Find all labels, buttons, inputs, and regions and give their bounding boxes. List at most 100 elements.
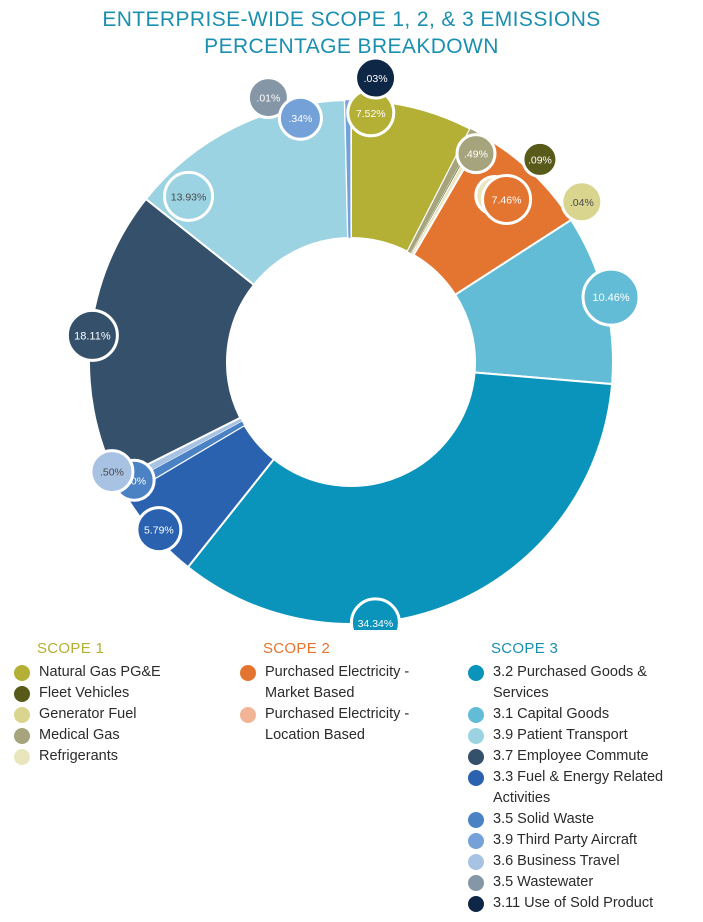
legend-swatch xyxy=(468,749,484,765)
legend-item: 3.9 Patient Transport xyxy=(468,725,663,746)
slice-label: 10.46% xyxy=(581,267,641,327)
legend-label: 3.6 Business Travel xyxy=(493,853,620,869)
legend-label: 3.5 Wastewater xyxy=(493,874,594,890)
legend-label: 3.7 Employee Commute xyxy=(493,748,649,764)
slice-label-bubble xyxy=(354,56,398,100)
legend-swatch xyxy=(468,770,484,786)
slice-label-text: 13.93% xyxy=(171,191,207,203)
legend-label: 3.5 Solid Waste xyxy=(493,811,595,827)
legend-swatch xyxy=(468,665,484,681)
slice-label: 7.52% xyxy=(346,88,396,138)
chart-title: ENTERPRISE-WIDE SCOPE 1, 2, & 3 EMISSION… xyxy=(0,6,703,60)
legend-swatch xyxy=(14,686,30,702)
legend-swatch xyxy=(468,812,484,828)
slice-label-text: 7.46% xyxy=(492,194,522,206)
slice-label-bubble xyxy=(481,173,533,225)
legend-heading: SCOPE 1 xyxy=(37,640,105,657)
donut-slice xyxy=(88,197,256,482)
legend-item: Fleet Vehicles xyxy=(14,683,161,704)
legend-swatch xyxy=(240,665,256,681)
legend-label: 3.9 Patient Transport xyxy=(493,727,628,743)
slice-label: 13.93% xyxy=(163,170,215,222)
legend-label: Fleet Vehicles xyxy=(39,685,130,701)
legend-label: 3.2 Purchased Goods & xyxy=(493,664,647,680)
donut-chart: 7.52%.49%.09%.04%.28%7.46%10.46%34.34%5.… xyxy=(65,56,641,630)
chart-title-line-2: PERCENTAGE BREAKDOWN xyxy=(204,35,499,58)
legend-swatch xyxy=(468,875,484,891)
legend-swatch xyxy=(14,707,30,723)
donut-slice xyxy=(144,99,350,287)
legend-item: 3.6 Business Travel xyxy=(468,851,663,872)
slice-label: 5.79% xyxy=(135,506,183,554)
legend-heading: SCOPE 2 xyxy=(263,640,331,657)
legend-item: Refrigerants xyxy=(14,746,161,767)
legend-swatch xyxy=(14,665,30,681)
legend-label: Medical Gas xyxy=(39,727,120,743)
legend-swatch xyxy=(468,854,484,870)
slice-label-bubble xyxy=(246,76,290,120)
slice-label: 7.46% xyxy=(481,173,533,225)
legend-item: 3.7 Employee Commute xyxy=(468,746,663,767)
legend-label: Purchased Electricity - xyxy=(265,664,410,680)
slice-label: 34.34% xyxy=(349,597,401,630)
legend-swatch xyxy=(468,707,484,723)
legend-swatch xyxy=(468,896,484,912)
legend-item: Medical Gas xyxy=(14,725,161,746)
legend-item: 3.5 Solid Waste xyxy=(468,809,663,830)
legend-label: 3.3 Fuel & Energy Related xyxy=(493,769,664,785)
legend-item: 3.1 Capital Goods xyxy=(468,704,663,725)
legend-item: 3.2 Purchased Goods & Services xyxy=(468,662,663,704)
slice-label-text: .34% xyxy=(288,113,312,125)
slice-label-text: 5.79% xyxy=(144,525,174,537)
legend-swatch xyxy=(240,707,256,723)
slice-label-text: .49% xyxy=(464,149,488,161)
slice-label-bubble xyxy=(349,597,401,630)
legend-swatch xyxy=(14,728,30,744)
slice-label-text: .09% xyxy=(528,154,552,166)
legend-item: 3.5 Wastewater xyxy=(468,872,663,893)
slice-label-bubble xyxy=(65,308,119,362)
legend-label: Activities xyxy=(493,790,551,806)
legend-label: 3.11 Use of Sold Product xyxy=(493,895,654,911)
slice-label-text: .50% xyxy=(100,467,124,479)
legend-swatch xyxy=(468,728,484,744)
legend-swatch xyxy=(14,749,30,765)
legend-label: Market Based xyxy=(265,685,355,701)
legend-column: SCOPE 2 Purchased Electricity - Market Bas… xyxy=(240,640,409,746)
slice-label-bubble xyxy=(163,170,215,222)
slice-label-text: 18.11% xyxy=(74,330,111,342)
slice-label-bubble xyxy=(581,267,641,327)
slice-label-bubble xyxy=(135,506,183,554)
legend-label: 3.9 Third Party Aircraft xyxy=(493,832,637,848)
legend-label: 3.1 Capital Goods xyxy=(493,706,610,722)
slice-label-text: .01% xyxy=(256,93,280,105)
slice-label-bubble xyxy=(521,140,559,178)
slice-label-text: .03% xyxy=(364,73,388,85)
slice-label-text: 7.52% xyxy=(356,108,386,120)
legend-item: Purchased Electricity - Market Based xyxy=(240,662,409,704)
slice-label-bubble xyxy=(560,180,604,224)
legend-item: 3.9 Third Party Aircraft xyxy=(468,830,663,851)
slice-label-text: 34.34% xyxy=(358,618,394,630)
slice-label: .49% xyxy=(455,133,497,175)
legend-label: Natural Gas PG&E xyxy=(39,664,161,680)
slice-label: .09% xyxy=(521,140,559,178)
legend-item: Natural Gas PG&E xyxy=(14,662,161,683)
legend-item: Purchased Electricity -Location Based xyxy=(240,704,409,746)
slice-label: .50% xyxy=(89,449,135,495)
slice-label-bubble xyxy=(455,133,497,175)
legend-label: Services xyxy=(493,685,549,701)
slice-label-text: 10.46% xyxy=(592,292,630,304)
donut-slice xyxy=(186,371,614,625)
slice-label: .03% xyxy=(354,56,398,100)
slice-label: 18.11% xyxy=(65,308,119,362)
legend-item: Generator Fuel xyxy=(14,704,161,725)
legend-label: Refrigerants xyxy=(39,748,118,764)
legend-label: Generator Fuel xyxy=(39,706,137,722)
slice-label-bubble xyxy=(277,95,323,141)
legend-item: 3.11 Use of Sold Product xyxy=(468,893,663,914)
legend-heading: SCOPE 3 xyxy=(491,640,559,657)
slice-label: .04% xyxy=(560,180,604,224)
